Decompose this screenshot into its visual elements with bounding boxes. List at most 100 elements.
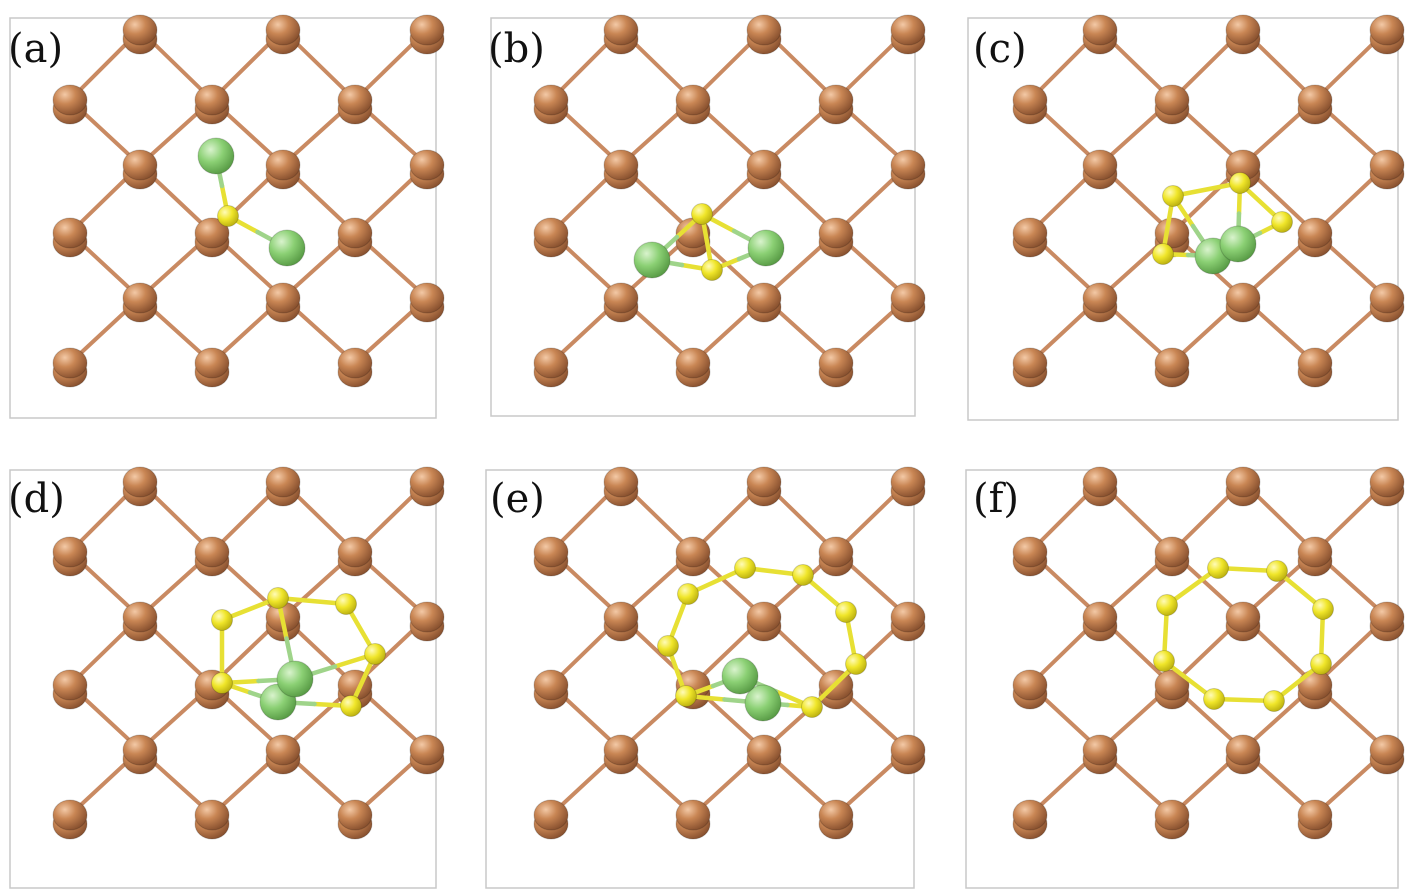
- host-atom: [122, 601, 158, 642]
- host-atom: [818, 799, 854, 840]
- lithium-atom: [268, 229, 306, 267]
- s-s-bond: [1170, 180, 1243, 199]
- host-atom: [409, 14, 445, 55]
- host-atom: [1012, 669, 1048, 710]
- host-atom: [337, 536, 373, 577]
- host-atom: [675, 217, 711, 258]
- panel-label: (f): [973, 476, 1019, 522]
- host-atom: [1012, 799, 1048, 840]
- host-atom: [52, 347, 88, 388]
- host-atom: [1082, 14, 1118, 55]
- sulfur-atom: [1152, 243, 1174, 265]
- host-atom: [122, 14, 158, 55]
- host-atom: [533, 799, 569, 840]
- lithium-atom: [276, 660, 314, 698]
- host-atom: [890, 282, 926, 323]
- host-atom: [337, 347, 373, 388]
- host-atom: [1297, 799, 1333, 840]
- host-atom: [890, 734, 926, 775]
- sulfur-atom: [1156, 594, 1178, 616]
- host-atom: [1369, 734, 1405, 775]
- host-atom: [52, 536, 88, 577]
- lithium-atom: [1219, 225, 1257, 263]
- sulfur-atom: [657, 635, 679, 657]
- host-atom: [746, 14, 782, 55]
- panel-label: (b): [488, 26, 545, 72]
- host-atom: [1012, 84, 1048, 125]
- host-lattice: [52, 14, 445, 388]
- sulfur-atom: [340, 695, 362, 717]
- host-atom: [52, 669, 88, 710]
- host-atom: [122, 734, 158, 775]
- host-atom: [337, 217, 373, 258]
- host-lattice: [1012, 14, 1405, 388]
- lithium-atom: [721, 657, 759, 695]
- host-atom: [818, 536, 854, 577]
- host-atom: [1297, 347, 1333, 388]
- panel-b: (b): [488, 14, 926, 417]
- host-atom: [1154, 799, 1190, 840]
- host-atom: [265, 466, 301, 507]
- sulfur-atom: [1312, 598, 1334, 620]
- sulfur-atom: [211, 672, 233, 694]
- host-atom: [675, 347, 711, 388]
- sulfur-atom: [792, 564, 814, 586]
- sulfur-atom: [1162, 185, 1184, 207]
- host-atom: [265, 149, 301, 190]
- host-atom: [1297, 84, 1333, 125]
- adsorbed-cluster: [657, 557, 867, 722]
- host-lattice: [52, 466, 445, 840]
- sulfur-atom: [677, 583, 699, 605]
- host-atom: [818, 217, 854, 258]
- panel-frame: [965, 469, 1399, 889]
- host-atom: [409, 601, 445, 642]
- host-atom: [675, 536, 711, 577]
- host-atom: [1297, 536, 1333, 577]
- panel-label: (e): [490, 476, 545, 522]
- host-atom: [533, 217, 569, 258]
- sulfur-atom: [1229, 172, 1251, 194]
- host-atom: [533, 84, 569, 125]
- host-atom: [1297, 217, 1333, 258]
- s-s-bond: [275, 595, 349, 607]
- sulfur-atom: [1263, 690, 1285, 712]
- host-atom: [533, 536, 569, 577]
- sulfur-atom: [691, 203, 713, 225]
- sulfur-atom: [1207, 557, 1229, 579]
- host-atom: [265, 734, 301, 775]
- host-atom: [1154, 669, 1190, 710]
- sulfur-atom: [1153, 650, 1175, 672]
- host-atom: [1082, 466, 1118, 507]
- host-atom: [1369, 149, 1405, 190]
- host-atom: [533, 669, 569, 710]
- host-atom: [890, 14, 926, 55]
- host-atom: [746, 149, 782, 190]
- host-atom: [52, 217, 88, 258]
- sulfur-atom: [701, 259, 723, 281]
- host-atom: [1369, 466, 1405, 507]
- host-atom: [603, 14, 639, 55]
- sulfur-atom: [675, 685, 697, 707]
- sulfur-atom: [267, 587, 289, 609]
- host-atom: [1012, 536, 1048, 577]
- host-atom: [1297, 669, 1333, 710]
- host-atom: [122, 466, 158, 507]
- host-atom: [1369, 14, 1405, 55]
- host-atom: [409, 734, 445, 775]
- host-atom: [818, 84, 854, 125]
- host-atom: [265, 282, 301, 323]
- host-atom: [337, 84, 373, 125]
- sulfur-atom: [217, 205, 239, 227]
- host-atom: [52, 84, 88, 125]
- panel-frame: [967, 17, 1399, 421]
- host-atom: [409, 149, 445, 190]
- lithium-atom: [744, 684, 782, 722]
- host-atom: [818, 669, 854, 710]
- host-atom: [194, 84, 230, 125]
- panel-frame: [485, 469, 915, 889]
- sulfur-atom: [335, 593, 357, 615]
- host-atom: [1012, 347, 1048, 388]
- host-atom: [1012, 217, 1048, 258]
- host-atom: [122, 282, 158, 323]
